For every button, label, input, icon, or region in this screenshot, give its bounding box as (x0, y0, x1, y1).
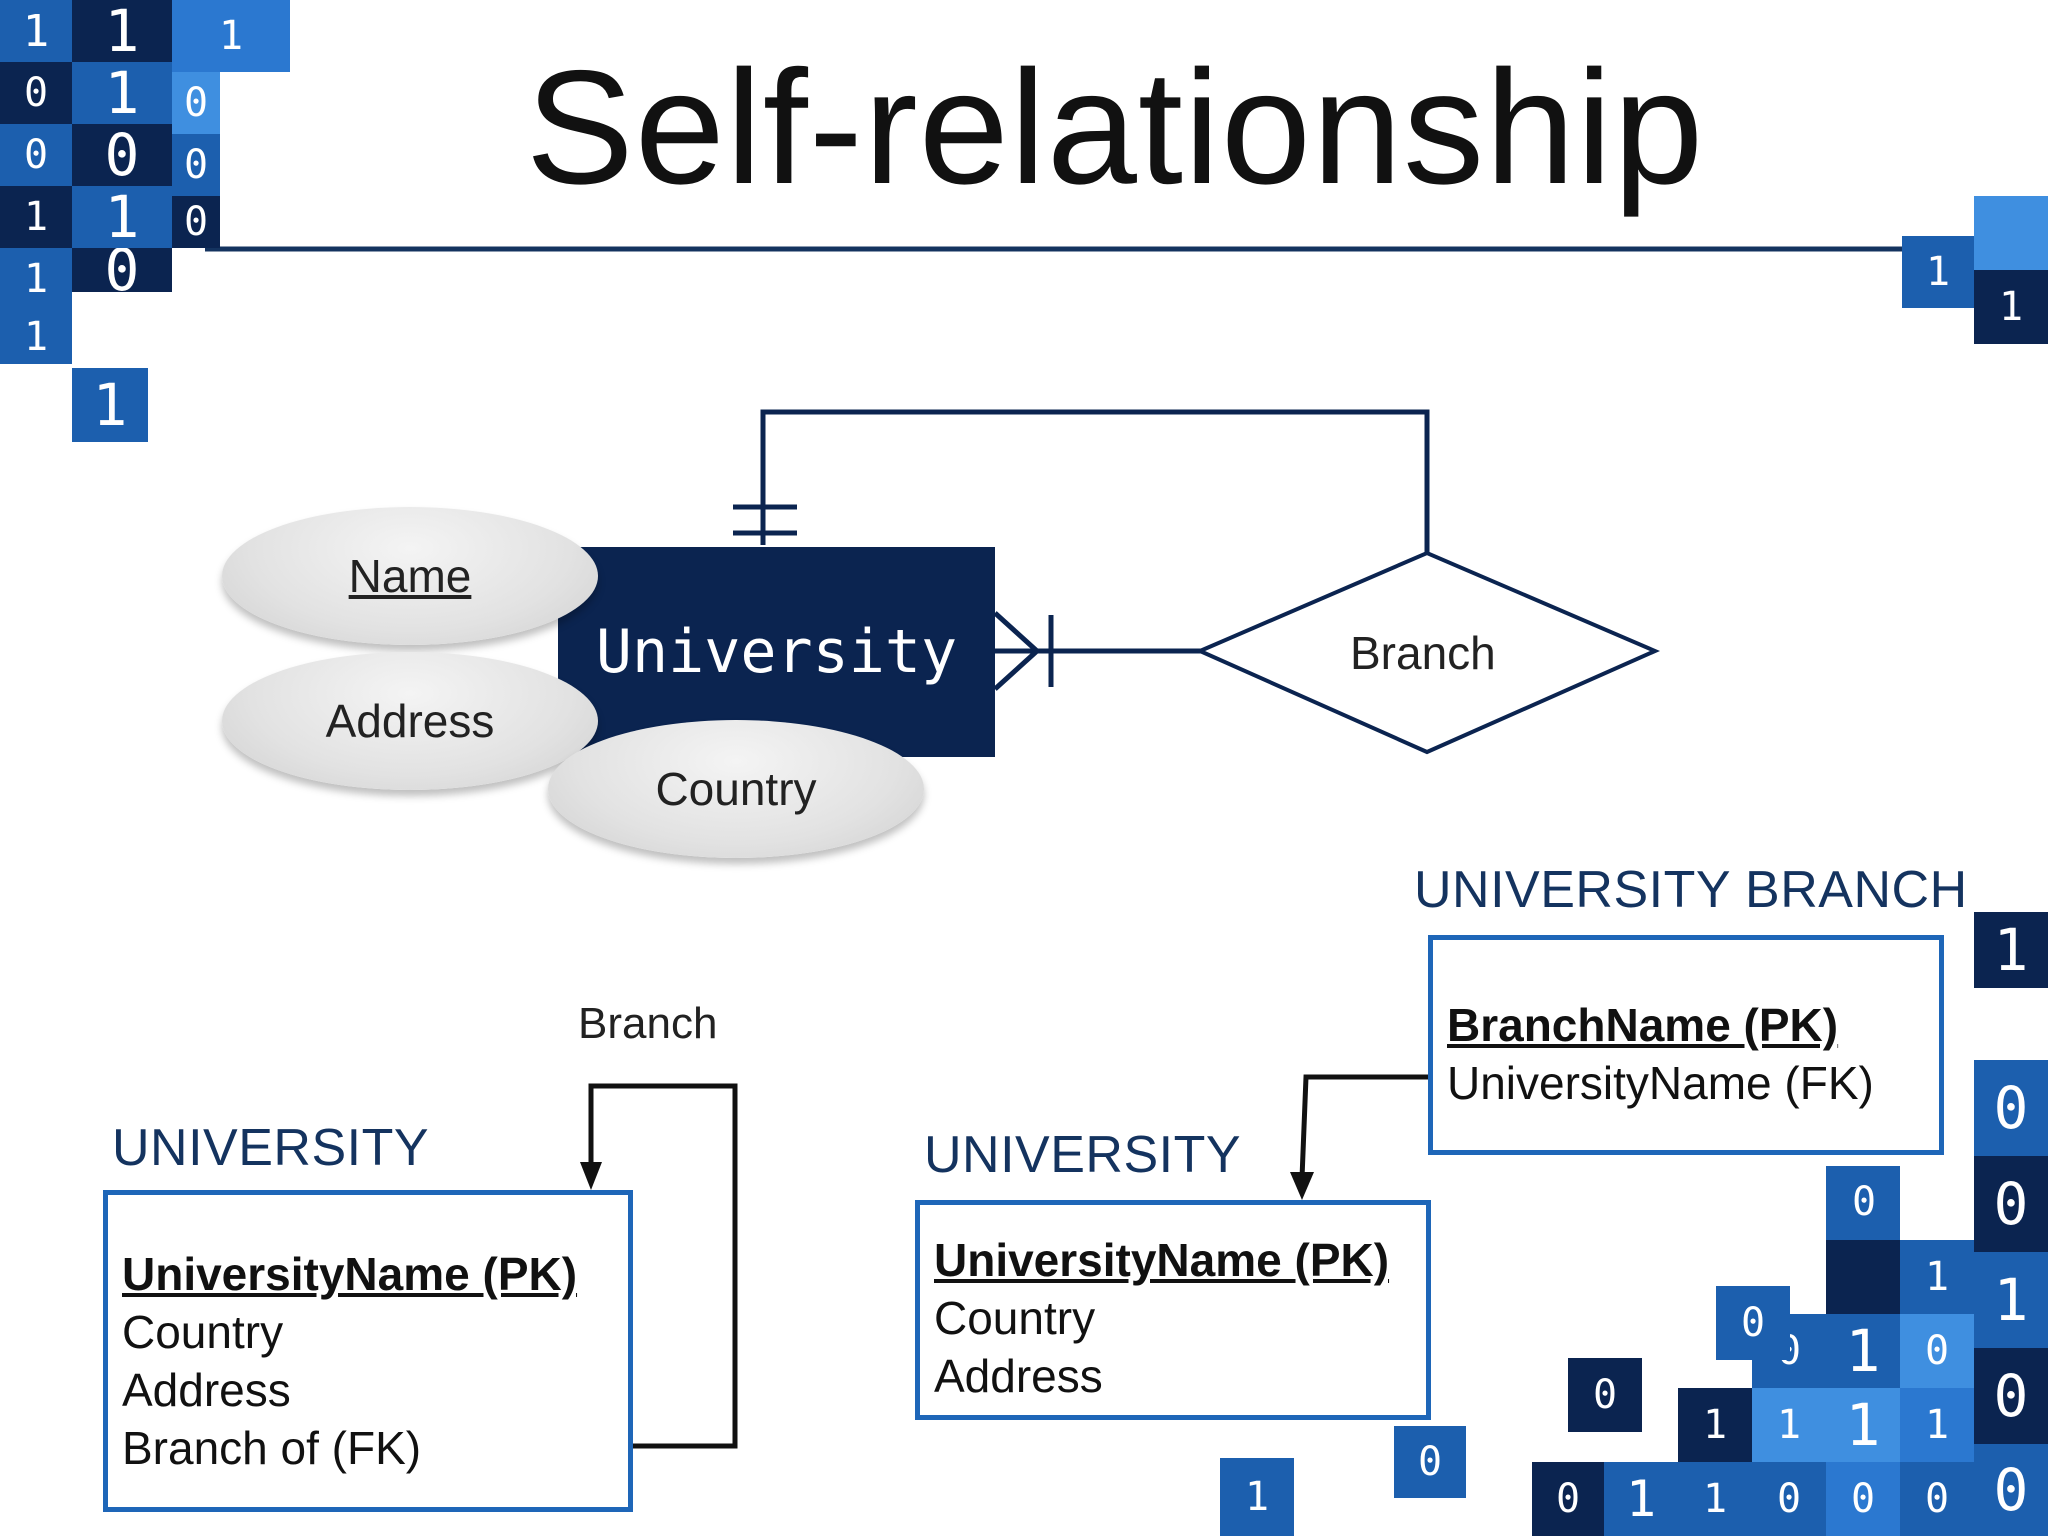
schema-right-title: UNIVERSITY (924, 1126, 1242, 1184)
schema-left-title: UNIVERSITY (112, 1119, 430, 1177)
tile: 1 (0, 310, 72, 364)
slide-title: Self-relationship (525, 37, 1705, 218)
tile: 1 (1974, 270, 2048, 344)
left-arrowhead (580, 1162, 602, 1190)
tile: 0 (1974, 1060, 2048, 1156)
schema-left-relation-label: Branch (578, 999, 718, 1048)
tile: 0 (1532, 1462, 1604, 1536)
tile: 1 (1900, 1388, 1974, 1462)
tile: 0 (0, 124, 72, 186)
tile: 0 (172, 196, 220, 248)
tile: 1 (72, 62, 172, 124)
tile: 1 (72, 0, 172, 62)
tile: 1 (72, 186, 172, 248)
schema-branch-title: UNIVERSITY BRANCH (1414, 861, 1968, 919)
tile: 1 (172, 0, 290, 72)
tile: 1 (0, 0, 72, 62)
tile: 0 (72, 124, 172, 186)
table-row: Country (934, 1292, 1096, 1344)
tile: 1 (1826, 1314, 1900, 1388)
attribute-name: Name (222, 507, 598, 645)
fk-arrow (1299, 1074, 1432, 1179)
table-row: Country (122, 1306, 284, 1358)
relationship-diamond (1195, 550, 1661, 755)
tile: 1 (1678, 1462, 1752, 1536)
tile: 1 (1678, 1388, 1752, 1462)
tile: 1 (1974, 912, 2048, 988)
tile: 1 (1826, 1388, 1900, 1462)
table-row: Address (122, 1364, 291, 1416)
tile: 0 (172, 134, 220, 196)
crows-foot (993, 611, 1041, 691)
tile: 1 (1902, 236, 1974, 308)
tile: 1 (0, 248, 72, 310)
tile: 0 (1974, 1444, 2048, 1536)
self-loop-line (760, 409, 1430, 552)
tile (1826, 1240, 1900, 1314)
attribute-country: Country (548, 720, 924, 858)
table-row: UniversityName (PK) (934, 1234, 1390, 1286)
tile (1974, 196, 2048, 270)
table-row: UniversityName (FK) (1447, 1057, 1874, 1109)
schema-right-table: UniversityName (PK) Country Address (915, 1200, 1431, 1420)
table-row: Branch of (FK) (122, 1422, 422, 1474)
tile: 0 (1900, 1462, 1974, 1536)
tile: 0 (0, 62, 72, 124)
tile: 0 (172, 72, 220, 134)
tile: 0 (1394, 1426, 1466, 1498)
tile: 1 (1752, 1388, 1826, 1462)
left-self-arrow (588, 1083, 738, 1449)
entity-university: University (558, 547, 995, 757)
tile: 0 (1900, 1314, 1974, 1388)
tile: 0 (1826, 1462, 1900, 1536)
tile: 1 (1974, 1252, 2048, 1348)
tile: 0 (1974, 1156, 2048, 1252)
schema-left-table: UniversityName (PK) Country Address Bran… (103, 1190, 633, 1512)
tile: 0 (1752, 1462, 1826, 1536)
schema-branch-table: BranchName (PK) UniversityName (FK) (1428, 935, 1944, 1155)
table-row: BranchName (PK) (1447, 999, 1839, 1051)
relationship-label: Branch (1350, 627, 1496, 679)
attribute-name-label: Name (348, 550, 472, 602)
tile: 1 (0, 186, 72, 248)
attribute-address: Address (222, 652, 598, 790)
tile: 0 (1974, 1348, 2048, 1444)
tile: 1 (1900, 1240, 1974, 1314)
tile: 1 (1220, 1458, 1294, 1536)
tile: 0 (1716, 1286, 1790, 1360)
tile: 0 (1828, 1166, 1900, 1238)
table-row: Address (934, 1350, 1103, 1402)
tile: 1 (72, 368, 148, 442)
table-row: UniversityName (PK) (122, 1248, 578, 1300)
tile: 1 (1604, 1462, 1678, 1536)
fk-arrowhead (1290, 1172, 1314, 1200)
attribute-country-label: Country (655, 763, 817, 815)
attribute-address-label: Address (325, 695, 495, 747)
tile: 0 (1568, 1358, 1642, 1432)
tile: 0 (72, 248, 172, 292)
